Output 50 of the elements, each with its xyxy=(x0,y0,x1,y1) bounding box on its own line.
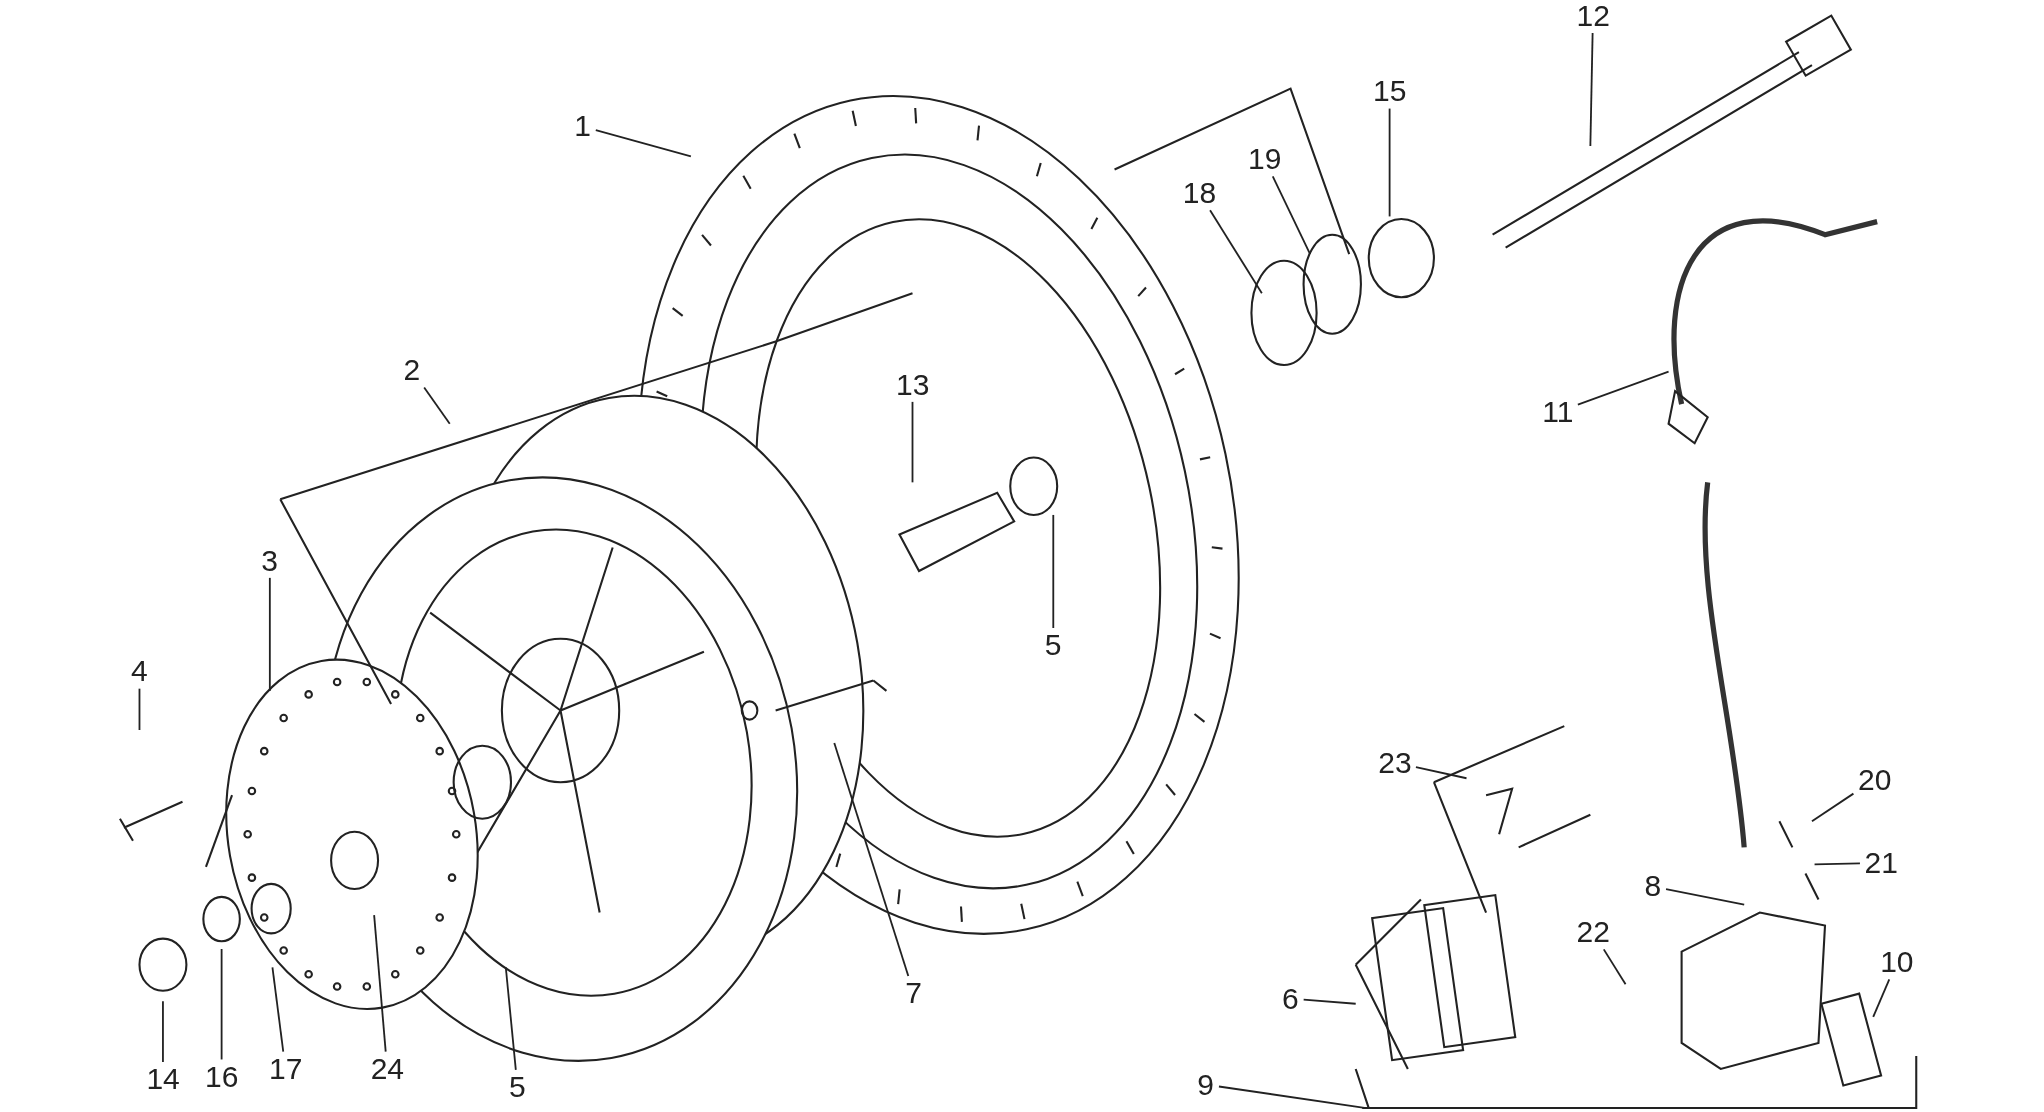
callout-number: 11 xyxy=(1540,395,1576,428)
callout-number: 5 xyxy=(1042,629,1064,662)
leader-line xyxy=(911,400,914,484)
callout-number: 18 xyxy=(1180,176,1219,209)
leader-line xyxy=(1302,998,1357,1005)
leader-line xyxy=(162,1000,164,1063)
callout-number: 2 xyxy=(401,354,423,387)
leader-line xyxy=(833,742,910,977)
callout-number: 23 xyxy=(1376,746,1414,779)
callout-number: 3 xyxy=(259,544,280,577)
leader-line xyxy=(1602,948,1627,986)
callout-number: 20 xyxy=(1856,763,1894,796)
leader-line xyxy=(138,687,141,731)
leader-line xyxy=(1665,888,1746,906)
leader-line xyxy=(1872,978,1891,1018)
callout-number: 15 xyxy=(1371,75,1409,108)
callout-number: 16 xyxy=(203,1060,241,1093)
callout-number: 24 xyxy=(368,1052,407,1085)
callout-number: 9 xyxy=(1195,1068,1216,1101)
leader-line xyxy=(1813,862,1861,866)
leader-line xyxy=(1218,1085,1368,1109)
leader-line xyxy=(1209,209,1263,295)
callout-number: 14 xyxy=(144,1063,182,1096)
leader-line xyxy=(373,914,387,1053)
leader-line xyxy=(1271,175,1311,256)
callout-number: 10 xyxy=(1878,946,1916,979)
callout-number: 6 xyxy=(1280,982,1301,1015)
leader-line xyxy=(268,576,271,692)
callout-number: 22 xyxy=(1574,916,1612,949)
leader-line xyxy=(220,948,223,1061)
callout-number: 8 xyxy=(1642,870,1664,903)
leader-line xyxy=(1052,514,1055,629)
callout-number: 12 xyxy=(1574,0,1612,32)
callout-number: 7 xyxy=(903,977,924,1010)
leader-line xyxy=(594,129,692,158)
leader-line xyxy=(423,386,451,425)
callout-number: 17 xyxy=(266,1052,305,1085)
callout-number: 21 xyxy=(1862,846,1900,879)
callout-number: 4 xyxy=(128,655,150,688)
leader-line xyxy=(1576,370,1670,406)
callout-number: 5 xyxy=(507,1071,528,1104)
callout-number: 19 xyxy=(1245,143,1284,176)
callout-number: 13 xyxy=(894,368,932,401)
leader-line xyxy=(504,966,517,1071)
leader-line xyxy=(1811,792,1855,823)
leader-line xyxy=(1589,32,1594,147)
leader-line xyxy=(1415,766,1468,780)
leader-line xyxy=(1388,107,1391,218)
leader-line xyxy=(271,966,285,1053)
callout-number: 1 xyxy=(572,110,593,143)
